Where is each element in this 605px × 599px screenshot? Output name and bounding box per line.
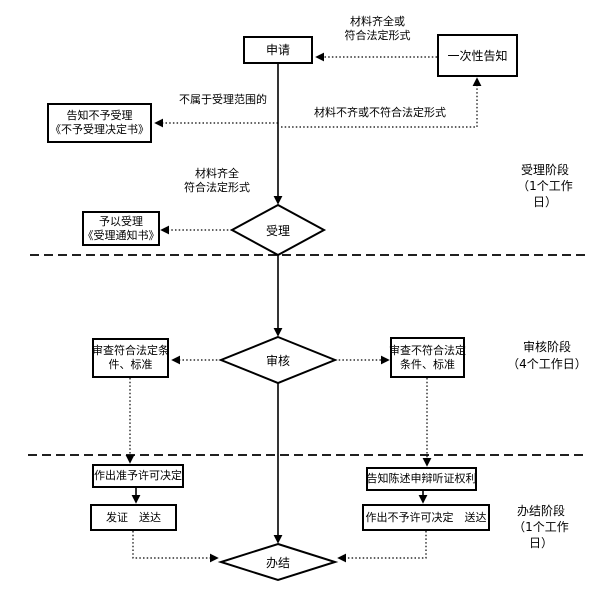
stage-label-complete: 办结阶段 （1个工作 日） bbox=[513, 504, 569, 550]
stage-label-accept: 受理阶段 （1个工作 日） bbox=[517, 163, 573, 209]
connector-deny-to-complete bbox=[337, 531, 427, 563]
review-fail-box: 审查不符合法定 条件、标准 bbox=[389, 337, 466, 378]
apply-box: 申请 bbox=[243, 36, 313, 64]
reject-notice-box: 告知不予受理 《不予受理决定书》 bbox=[47, 103, 152, 143]
one-time-notice-label: 一次性告知 bbox=[447, 48, 508, 63]
grant-decision-label: 作出准予许可决定 bbox=[94, 469, 182, 482]
accept-notice-line2: 《受理通知书》 bbox=[82, 228, 160, 242]
issue-deliver-box: 发证 送达 bbox=[90, 504, 177, 531]
edge-label-materials-ok-top: 材料齐全或 符合法定形式 bbox=[344, 15, 411, 42]
edge-label-not-in-scope: 不属于受理范围的 bbox=[179, 93, 267, 106]
deny-deliver-label: 作出不予许可决定 送达 bbox=[365, 510, 487, 524]
accept-diamond-shape bbox=[229, 203, 327, 257]
accept-diamond-label: 受理 bbox=[265, 223, 290, 238]
connector-issue-to-complete bbox=[132, 531, 219, 563]
review-fail-line2: 条件、标准 bbox=[400, 357, 455, 371]
deny-deliver-box: 作出不予许可决定 送达 bbox=[362, 504, 490, 531]
review-diamond-label: 审核 bbox=[265, 353, 290, 368]
accept-notice-box: 予以受理 《受理通知书》 bbox=[82, 211, 160, 246]
reject-notice-line2: 《不予受理决定书》 bbox=[50, 123, 149, 136]
stage-label-review: 审核阶段 （4个工作日） bbox=[507, 340, 587, 371]
edge-label-materials-missing: 材料不齐或不符合法定形式 bbox=[314, 106, 446, 119]
inform-rights-box: 告知陈述申辩听证权利 bbox=[366, 467, 477, 491]
edge-label-materials-ok-mid: 材料齐全 符合法定形式 bbox=[184, 167, 250, 194]
accept-notice-line1: 予以受理 bbox=[99, 214, 143, 228]
one-time-notice-box: 一次性告知 bbox=[437, 34, 518, 77]
inform-rights-label: 告知陈述申辩听证权利 bbox=[366, 472, 477, 485]
complete-diamond-label: 办结 bbox=[265, 555, 290, 570]
reject-notice-line1: 告知不予受理 bbox=[66, 109, 133, 122]
review-pass-box: 审查符合法定条 件、标准 bbox=[92, 338, 169, 378]
issue-deliver-label: 发证 送达 bbox=[106, 510, 161, 524]
complete-diamond-shape bbox=[217, 542, 339, 582]
review-fail-line1: 审查不符合法定 bbox=[389, 343, 466, 357]
review-diamond-shape bbox=[218, 335, 338, 385]
review-pass-line1: 审查符合法定条 bbox=[92, 344, 169, 357]
apply-box-label: 申请 bbox=[265, 43, 290, 57]
grant-decision-box: 作出准予许可决定 bbox=[92, 464, 184, 488]
review-pass-line2: 件、标准 bbox=[108, 358, 153, 371]
